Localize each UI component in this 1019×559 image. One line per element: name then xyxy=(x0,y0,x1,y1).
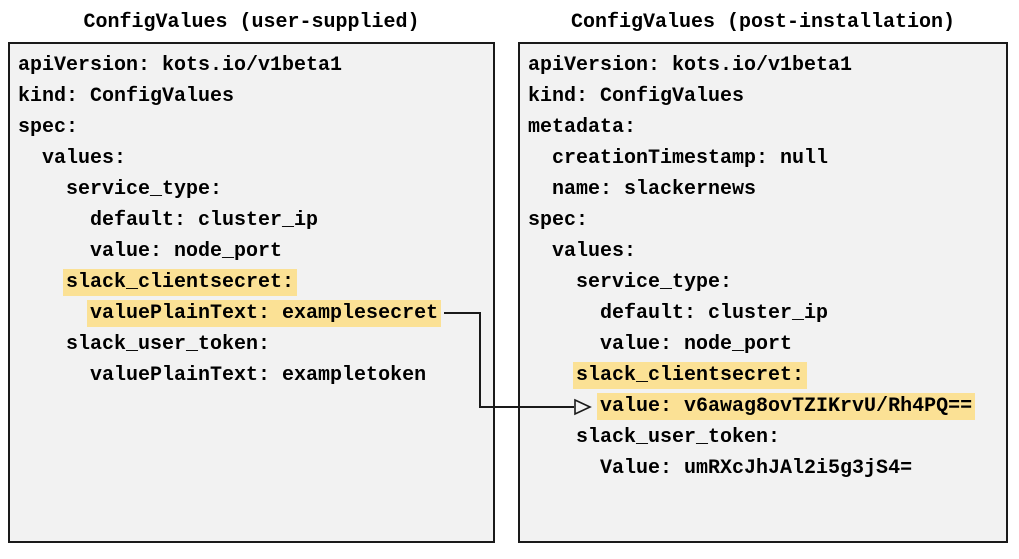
code-indent xyxy=(18,271,66,294)
code-text: spec: xyxy=(18,116,79,139)
code-line: creationTimestamp: null xyxy=(528,143,1000,174)
code-text: metadata: xyxy=(528,116,637,139)
panel-title-post-installation: ConfigValues (post-installation) xyxy=(570,11,956,34)
code-line: apiVersion: kots.io/v1beta1 xyxy=(528,50,1000,81)
code-text: apiVersion: kots.io/v1beta1 xyxy=(528,54,853,77)
panel-title-user-supplied: ConfigValues (user-supplied) xyxy=(83,11,420,34)
code-indent xyxy=(18,147,42,170)
highlighted-code-text: slack_clientsecret: xyxy=(573,362,808,389)
code-text: default: cluster_ip xyxy=(600,302,829,325)
code-indent xyxy=(18,364,90,387)
code-indent xyxy=(528,240,552,263)
code-text: kind: ConfigValues xyxy=(18,85,235,108)
highlighted-code-text: slack_clientsecret: xyxy=(63,269,298,296)
code-text: name: slackernews xyxy=(552,178,757,201)
code-line: kind: ConfigValues xyxy=(528,81,1000,112)
code-line: value: v6awag8ovTZIKrvU/Rh4PQ== xyxy=(528,391,1000,422)
code-text: slack_user_token: xyxy=(576,426,781,449)
code-line: service_type: xyxy=(528,267,1000,298)
code-indent xyxy=(528,457,600,480)
code-line: slack_clientsecret: xyxy=(528,360,1000,391)
code-line: values: xyxy=(528,236,1000,267)
code-text: Value: umRXcJhJAl2i5g3jS4= xyxy=(600,457,913,480)
code-line: kind: ConfigValues xyxy=(18,81,487,112)
code-line: apiVersion: kots.io/v1beta1 xyxy=(18,50,487,81)
code-text: service_type: xyxy=(576,271,733,294)
code-text: values: xyxy=(552,240,637,263)
code-indent xyxy=(18,302,90,325)
code-text: creationTimestamp: null xyxy=(552,147,829,170)
code-text: valuePlainText: exampletoken xyxy=(90,364,427,387)
code-indent xyxy=(528,178,552,201)
code-line: slack_user_token: xyxy=(18,329,487,360)
code-line: slack_user_token: xyxy=(528,422,1000,453)
code-indent xyxy=(528,302,600,325)
code-indent xyxy=(528,426,576,449)
code-text: apiVersion: kots.io/v1beta1 xyxy=(18,54,343,77)
code-line: values: xyxy=(18,143,487,174)
code-text: service_type: xyxy=(66,178,223,201)
code-text: spec: xyxy=(528,209,589,232)
code-line: Value: umRXcJhJAl2i5g3jS4= xyxy=(528,453,1000,484)
code-indent xyxy=(528,364,576,387)
code-line: default: cluster_ip xyxy=(528,298,1000,329)
highlighted-code-text: value: v6awag8ovTZIKrvU/Rh4PQ== xyxy=(597,393,976,420)
code-line: metadata: xyxy=(528,112,1000,143)
code-indent xyxy=(528,271,576,294)
code-line: name: slackernews xyxy=(528,174,1000,205)
code-line: service_type: xyxy=(18,174,487,205)
code-text: slack_user_token: xyxy=(66,333,271,356)
code-line: slack_clientsecret: xyxy=(18,267,487,298)
code-line: valuePlainText: examplesecret xyxy=(18,298,487,329)
config-panel-user-supplied: apiVersion: kots.io/v1beta1 kind: ConfigV… xyxy=(8,42,495,543)
code-indent xyxy=(18,209,90,232)
code-indent xyxy=(528,333,600,356)
code-text: default: cluster_ip xyxy=(90,209,319,232)
code-line: default: cluster_ip xyxy=(18,205,487,236)
code-text: value: node_port xyxy=(90,240,283,263)
code-text: values: xyxy=(42,147,127,170)
code-line: spec: xyxy=(528,205,1000,236)
code-indent xyxy=(18,333,66,356)
code-line: spec: xyxy=(18,112,487,143)
code-indent xyxy=(18,240,90,263)
code-line: value: node_port xyxy=(528,329,1000,360)
highlighted-code-text: valuePlainText: examplesecret xyxy=(87,300,442,327)
config-panel-post-installation: apiVersion: kots.io/v1beta1 kind: ConfigV… xyxy=(518,42,1008,543)
code-line: valuePlainText: exampletoken xyxy=(18,360,487,391)
code-text: kind: ConfigValues xyxy=(528,85,745,108)
code-text: value: node_port xyxy=(600,333,793,356)
code-indent xyxy=(528,395,600,418)
code-indent xyxy=(528,147,552,170)
code-line: value: node_port xyxy=(18,236,487,267)
code-indent xyxy=(18,178,66,201)
